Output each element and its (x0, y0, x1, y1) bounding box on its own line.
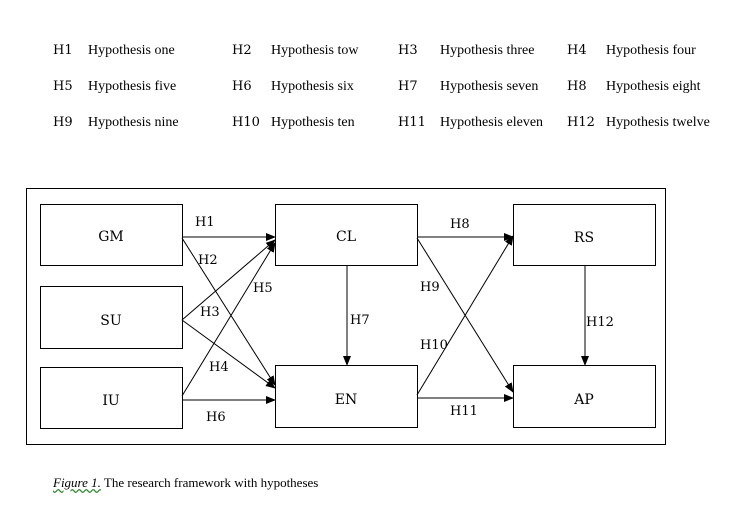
node-rs: RS (513, 204, 656, 266)
legend-text-h8: Hypothesis eight (606, 79, 701, 94)
edge-label-h5: H5 (253, 281, 273, 296)
legend-code-h3: H3 (398, 43, 418, 58)
legend-code-h9: H9 (53, 115, 73, 130)
legend-code-h7: H7 (398, 79, 418, 94)
legend-text-h3: Hypothesis three (440, 43, 535, 58)
framework-border (26, 188, 666, 445)
legend-text-h4: Hypothesis four (606, 43, 696, 58)
legend-code-h12: H12 (567, 115, 595, 130)
node-ap: AP (513, 365, 656, 428)
node-gm-label: GM (98, 229, 124, 245)
edge-h10 (416, 235, 514, 396)
edge-label-h7: H7 (350, 313, 370, 328)
legend-code-h2: H2 (232, 43, 252, 58)
figure-caption: Figure 1. The research framework with hy… (53, 475, 318, 491)
legend-text-h7: Hypothesis seven (440, 79, 539, 94)
edge-label-h10: H10 (420, 338, 448, 353)
legend-code-h8: H8 (567, 79, 587, 94)
node-en: EN (275, 365, 418, 428)
edge-h5 (181, 319, 276, 389)
edge-label-h1: H1 (195, 215, 215, 230)
node-ap-label: AP (573, 392, 594, 408)
legend-code-h5: H5 (53, 79, 73, 94)
node-su-label: SU (100, 313, 122, 329)
edge-label-h4: H4 (209, 360, 229, 375)
node-su: SU (40, 286, 183, 349)
legend-text-h10: Hypothesis ten (271, 115, 355, 130)
edge-label-h2: H2 (198, 253, 218, 268)
edge-h2 (181, 237, 276, 386)
legend-code-h4: H4 (567, 43, 587, 58)
edge-label-h12: H12 (586, 315, 614, 330)
node-gm: GM (40, 204, 183, 266)
legend-text-h1: Hypothesis one (88, 43, 175, 58)
figure-number: Figure 1. (53, 475, 101, 490)
legend-text-h11: Hypothesis eleven (440, 115, 544, 130)
legend-code-h10: H10 (232, 115, 260, 130)
node-en-label: EN (335, 392, 357, 408)
legend-text-h6: Hypothesis six (271, 79, 354, 94)
legend-text-h12: Hypothesis twelve (606, 115, 710, 130)
edge-label-h11: H11 (450, 404, 478, 419)
node-cl-label: CL (336, 229, 356, 245)
node-cl: CL (275, 204, 418, 266)
legend-text-h9: Hypothesis nine (88, 115, 179, 130)
edge-label-h8: H8 (450, 217, 470, 232)
legend-code-h6: H6 (232, 79, 252, 94)
legend-text-h2: Hypothesis tow (271, 43, 359, 58)
legend-code-h11: H11 (398, 115, 426, 130)
node-iu-label: IU (102, 393, 120, 409)
edge-label-h9: H9 (420, 280, 440, 295)
node-rs-label: RS (574, 230, 594, 246)
figure-caption-text: The research framework with hypotheses (100, 475, 319, 490)
edge-label-h3: H3 (200, 305, 220, 320)
legend-code-h1: H1 (53, 43, 73, 58)
edge-h4 (181, 242, 276, 397)
hypothesis-legend: H1 Hypothesis one H2 Hypothesis tow H3 H… (0, 0, 731, 140)
edge-label-h6: H6 (206, 410, 226, 425)
edge-h3 (181, 239, 276, 321)
node-iu: IU (40, 367, 183, 429)
legend-text-h5: Hypothesis five (88, 79, 177, 94)
